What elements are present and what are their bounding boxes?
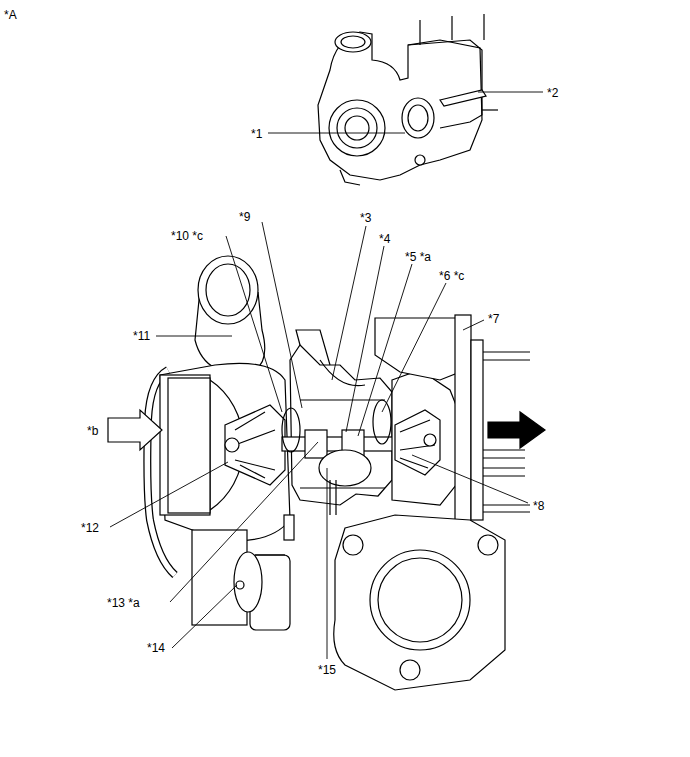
overview-turbo xyxy=(318,14,498,185)
callout-number: *b xyxy=(86,424,99,438)
callout-number: *10 *c xyxy=(170,229,204,243)
callout-number: *9 xyxy=(238,210,251,224)
callout-number: *8 xyxy=(532,499,545,513)
leader-lines xyxy=(110,92,543,659)
callout-number: *4 xyxy=(378,232,391,246)
callout-number: *7 xyxy=(487,312,500,326)
callout-number: *6 *c xyxy=(438,269,465,283)
callout-number: *1 xyxy=(250,127,263,141)
callout-number: *11 xyxy=(132,329,151,343)
callout-number: *2 xyxy=(546,86,559,100)
callout-number: *A xyxy=(3,8,18,22)
callout-number: *13 *a xyxy=(106,596,141,610)
intake-arrow xyxy=(108,410,162,450)
callout-number: *12 xyxy=(80,521,100,535)
exhaust-arrow xyxy=(488,412,545,448)
callout-number: *5 *a xyxy=(404,250,432,264)
callout-number: *3 xyxy=(359,211,372,225)
callout-number: *14 xyxy=(146,641,166,655)
callout-number: *15 xyxy=(317,663,337,677)
cutaway-turbo xyxy=(147,256,530,690)
